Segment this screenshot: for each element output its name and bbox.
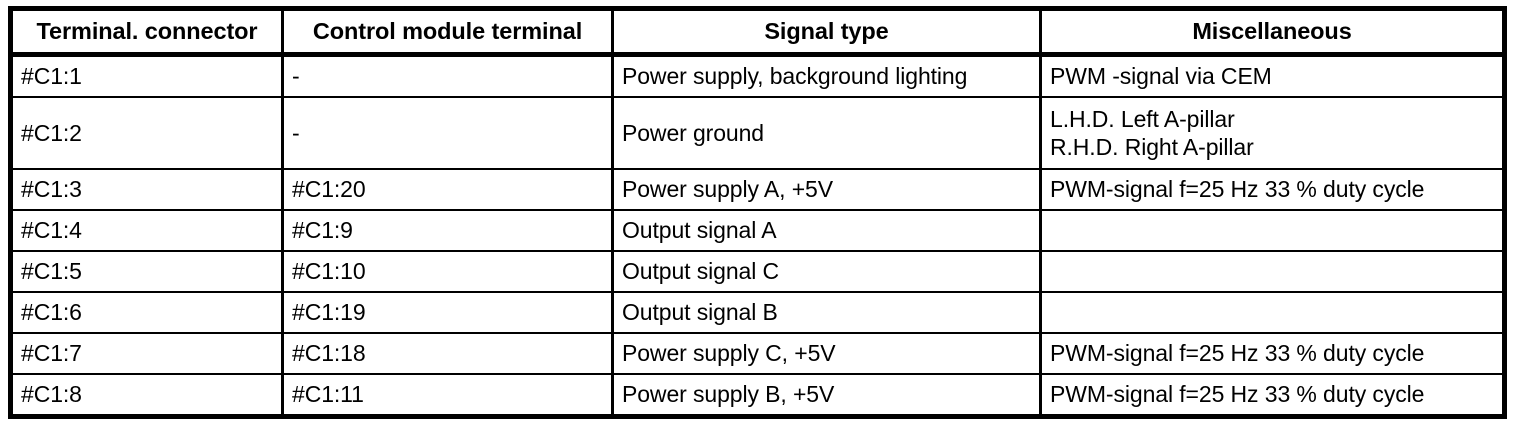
table-body: #C1:1 - Power supply, background lightin… (10, 53, 1505, 417)
cell-control-module-terminal: #C1:18 (281, 332, 614, 375)
cell-signal-type: Power supply, background lighting (611, 53, 1042, 98)
cell-signal-type: Power supply A, +5V (611, 168, 1042, 211)
cell-terminal-connector: #C1:3 (10, 168, 284, 211)
column-header-control-module-terminal: Control module terminal (281, 8, 614, 57)
cell-miscellaneous: L.H.D. Left A-pillar R.H.D. Right A-pill… (1039, 96, 1505, 170)
cell-terminal-connector: #C1:5 (10, 250, 284, 293)
cell-terminal-connector: #C1:1 (10, 53, 284, 98)
table-row: #C1:4 #C1:9 Output signal A (10, 209, 1505, 252)
misc-line-1: PWM-signal f=25 Hz 33 % duty cycle (1050, 340, 1425, 367)
table-row: #C1:6 #C1:19 Output signal B (10, 291, 1505, 334)
misc-line-1: L.H.D. Left A-pillar (1050, 105, 1235, 132)
cell-control-module-terminal: #C1:9 (281, 209, 614, 252)
table-row: #C1:3 #C1:20 Power supply A, +5V PWM-sig… (10, 168, 1505, 211)
cell-terminal-connector: #C1:7 (10, 332, 284, 375)
header-row: Terminal. connector Control module termi… (10, 8, 1505, 57)
table-row: #C1:1 - Power supply, background lightin… (10, 53, 1505, 98)
misc-line-1: PWM-signal f=25 Hz 33 % duty cycle (1050, 381, 1425, 408)
cell-control-module-terminal: #C1:10 (281, 250, 614, 293)
cell-terminal-connector: #C1:4 (10, 209, 284, 252)
table-row: #C1:5 #C1:10 Output signal C (10, 250, 1505, 293)
cell-signal-type: Output signal C (611, 250, 1042, 293)
table-row: #C1:2 - Power ground L.H.D. Left A-pilla… (10, 96, 1505, 170)
cell-miscellaneous: PWM-signal f=25 Hz 33 % duty cycle (1039, 168, 1505, 211)
cell-miscellaneous: PWM-signal f=25 Hz 33 % duty cycle (1039, 373, 1505, 417)
cell-miscellaneous: PWM-signal f=25 Hz 33 % duty cycle (1039, 332, 1505, 375)
cell-miscellaneous (1039, 250, 1505, 293)
cell-miscellaneous (1039, 209, 1505, 252)
cell-terminal-connector: #C1:8 (10, 373, 284, 417)
cell-miscellaneous (1039, 291, 1505, 334)
column-header-miscellaneous: Miscellaneous (1039, 8, 1505, 57)
misc-line-1: PWM -signal via CEM (1050, 63, 1272, 90)
misc-line-2: R.H.D. Right A-pillar (1050, 134, 1254, 160)
cell-miscellaneous: PWM -signal via CEM (1039, 53, 1505, 98)
cell-control-module-terminal: #C1:19 (281, 291, 614, 334)
table-row: #C1:8 #C1:11 Power supply B, +5V PWM-sig… (10, 373, 1505, 417)
misc-line-1: PWM-signal f=25 Hz 33 % duty cycle (1050, 176, 1425, 203)
column-header-terminal-connector: Terminal. connector (10, 8, 284, 57)
cell-control-module-terminal: #C1:20 (281, 168, 614, 211)
cell-control-module-terminal: - (281, 96, 614, 170)
cell-signal-type: Output signal B (611, 291, 1042, 334)
cell-terminal-connector: #C1:6 (10, 291, 284, 334)
cell-signal-type: Power supply B, +5V (611, 373, 1042, 417)
table-row: #C1:7 #C1:18 Power supply C, +5V PWM-sig… (10, 332, 1505, 375)
cell-terminal-connector: #C1:2 (10, 96, 284, 170)
cell-control-module-terminal: #C1:11 (281, 373, 614, 417)
terminal-pinout-table: Terminal. connector Control module termi… (8, 6, 1507, 419)
cell-signal-type: Output signal A (611, 209, 1042, 252)
cell-signal-type: Power supply C, +5V (611, 332, 1042, 375)
cell-signal-type: Power ground (611, 96, 1042, 170)
cell-control-module-terminal: - (281, 53, 614, 98)
table-header: Terminal. connector Control module termi… (10, 8, 1505, 57)
pinout-table-container: Terminal. connector Control module termi… (8, 6, 1507, 419)
column-header-signal-type: Signal type (611, 8, 1042, 57)
